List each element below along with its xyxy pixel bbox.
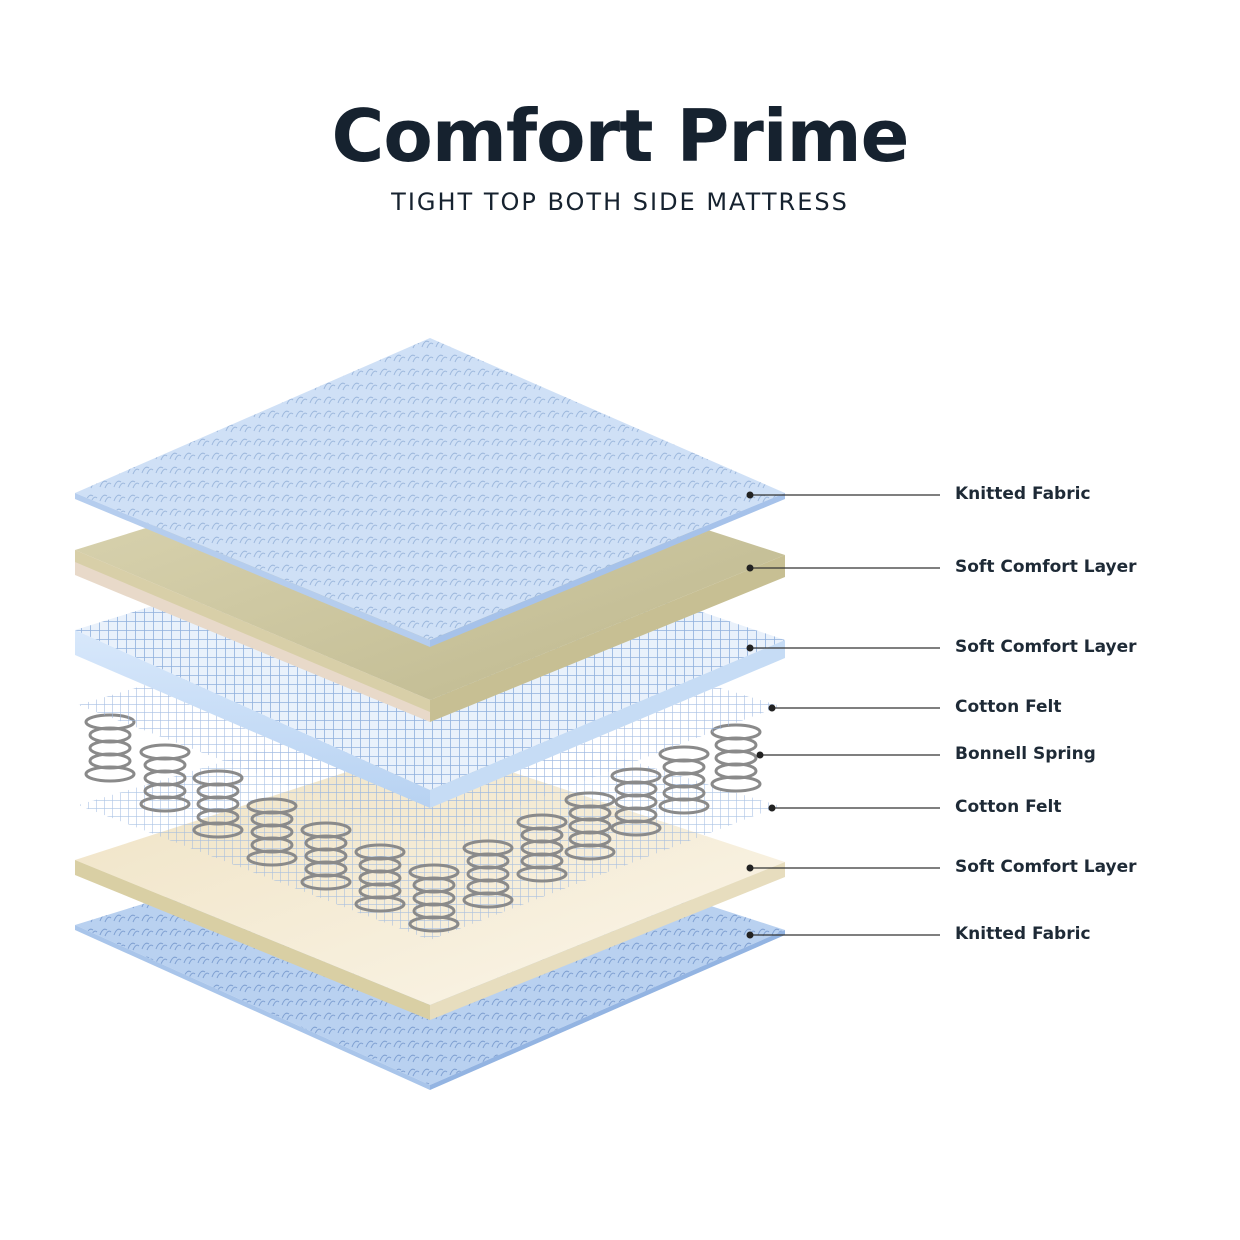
layer-label: Soft Comfort Layer xyxy=(955,639,1137,656)
layer-label: Cotton Felt xyxy=(955,799,1062,816)
layer-label: Soft Comfort Layer xyxy=(955,859,1137,876)
leader-dot xyxy=(769,705,776,712)
leader-dot xyxy=(747,565,754,572)
leader-dot xyxy=(747,492,754,499)
leader-dot xyxy=(747,932,754,939)
spring-coil xyxy=(712,725,760,791)
layer-label: Bonnell Spring xyxy=(955,746,1096,763)
layer-label: Knitted Fabric xyxy=(955,926,1091,943)
leader-dot xyxy=(747,865,754,872)
leader-dot xyxy=(757,752,764,759)
layer-label: Knitted Fabric xyxy=(955,486,1091,503)
leader-dot xyxy=(769,805,776,812)
spring-coil xyxy=(86,715,134,781)
leader-dot xyxy=(747,645,754,652)
layer-label: Cotton Felt xyxy=(955,699,1062,716)
layer-label: Soft Comfort Layer xyxy=(955,559,1137,576)
